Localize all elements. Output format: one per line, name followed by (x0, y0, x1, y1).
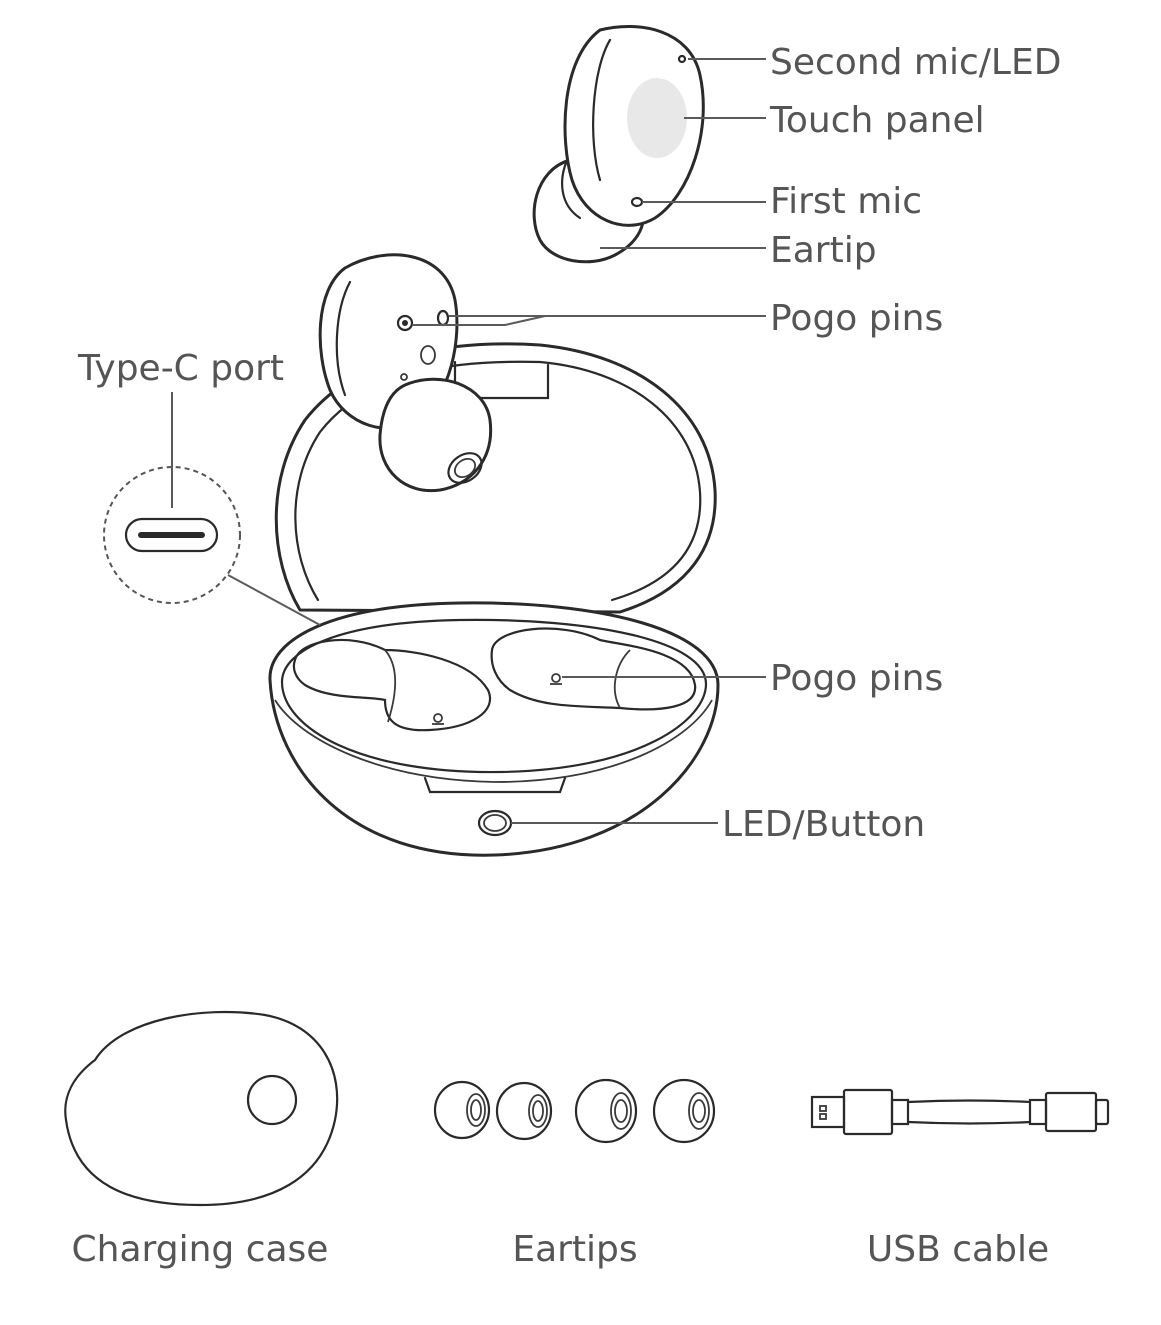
eartip-1 (433, 1080, 491, 1140)
touch-panel-shape (627, 78, 687, 158)
label-usb-cable: USB cable (867, 1229, 1049, 1270)
case-button-icon (246, 1074, 298, 1126)
label-second-mic-led: Second mic/LED (770, 42, 1061, 83)
case-pogo-pin-left (432, 713, 444, 725)
eartips-item (433, 1078, 716, 1144)
label-type-c-port: Type-C port (77, 348, 284, 389)
open-case (268, 342, 720, 857)
usb-a-plug (810, 1095, 846, 1129)
type-c-port-shape (124, 517, 219, 553)
usb-cable-item (810, 1088, 1110, 1136)
eartip-2 (495, 1081, 553, 1141)
second-mic-dot (677, 54, 687, 64)
case-pogo-pin-right (550, 673, 562, 685)
label-eartips: Eartips (512, 1229, 637, 1270)
type-c-port-detail (103, 392, 321, 626)
earbud-pogo-pin-1 (396, 314, 414, 332)
usb-c-plug (1094, 1098, 1110, 1126)
label-led-button: LED/Button (722, 804, 925, 845)
label-pogo-pins-case: Pogo pins (770, 658, 943, 699)
case-earbud (318, 253, 493, 493)
eartip-3 (574, 1078, 638, 1144)
label-pogo-pins-earbud: Pogo pins (770, 298, 943, 339)
callout-lines (412, 58, 766, 824)
label-first-mic: First mic (770, 181, 922, 222)
label-charging-case: Charging case (72, 1229, 329, 1270)
top-earbud (532, 24, 705, 264)
charging-case-item (64, 1010, 339, 1207)
label-touch-panel: Touch panel (769, 100, 985, 141)
label-eartip: Eartip (770, 230, 877, 271)
eartip-4 (652, 1078, 716, 1144)
